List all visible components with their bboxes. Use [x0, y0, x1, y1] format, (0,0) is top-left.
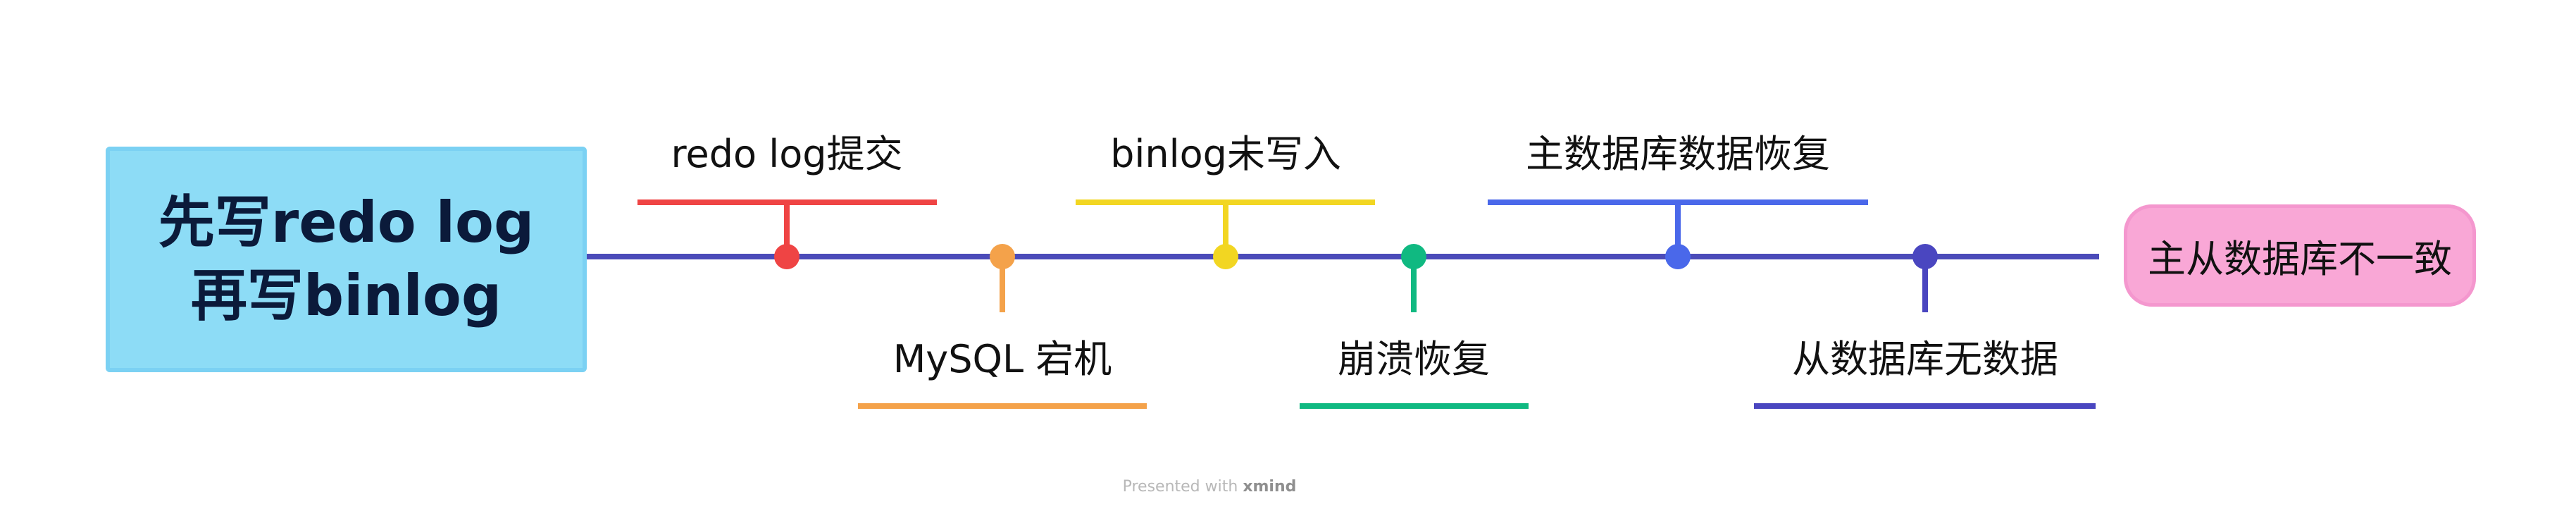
event-dot: [990, 244, 1015, 269]
event-label-slave-no-data[interactable]: 从数据库无数据: [1792, 337, 2058, 381]
event-label-redo-commit[interactable]: redo log提交: [671, 132, 903, 176]
event-dot: [774, 244, 799, 269]
event-dot: [1912, 244, 1938, 269]
event-dot: [1213, 244, 1238, 269]
central-topic-line2: 再写binlog: [190, 263, 502, 328]
footer-prefix: Presented with: [1122, 478, 1243, 496]
event-label-binlog-not-written[interactable]: binlog未写入: [1110, 132, 1341, 176]
end-topic[interactable]: 主从数据库不一致: [2124, 204, 2476, 307]
event-dot: [1665, 244, 1691, 269]
event-label-mysql-crash[interactable]: MySQL 宕机: [892, 337, 1112, 381]
central-topic[interactable]: 先写redo log 再写binlog: [106, 147, 587, 372]
event-dot: [1401, 244, 1426, 269]
footer-credit: Presented with xmind: [1123, 478, 1297, 496]
event-label-master-recovered[interactable]: 主数据库数据恢复: [1526, 132, 1830, 176]
event-label-crash-recovery[interactable]: 崩溃恢复: [1338, 337, 1490, 381]
end-topic-label: 主从数据库不一致: [2148, 237, 2452, 281]
central-topic-line1: 先写redo log: [158, 190, 535, 255]
footer-brand: xmind: [1243, 478, 1297, 496]
